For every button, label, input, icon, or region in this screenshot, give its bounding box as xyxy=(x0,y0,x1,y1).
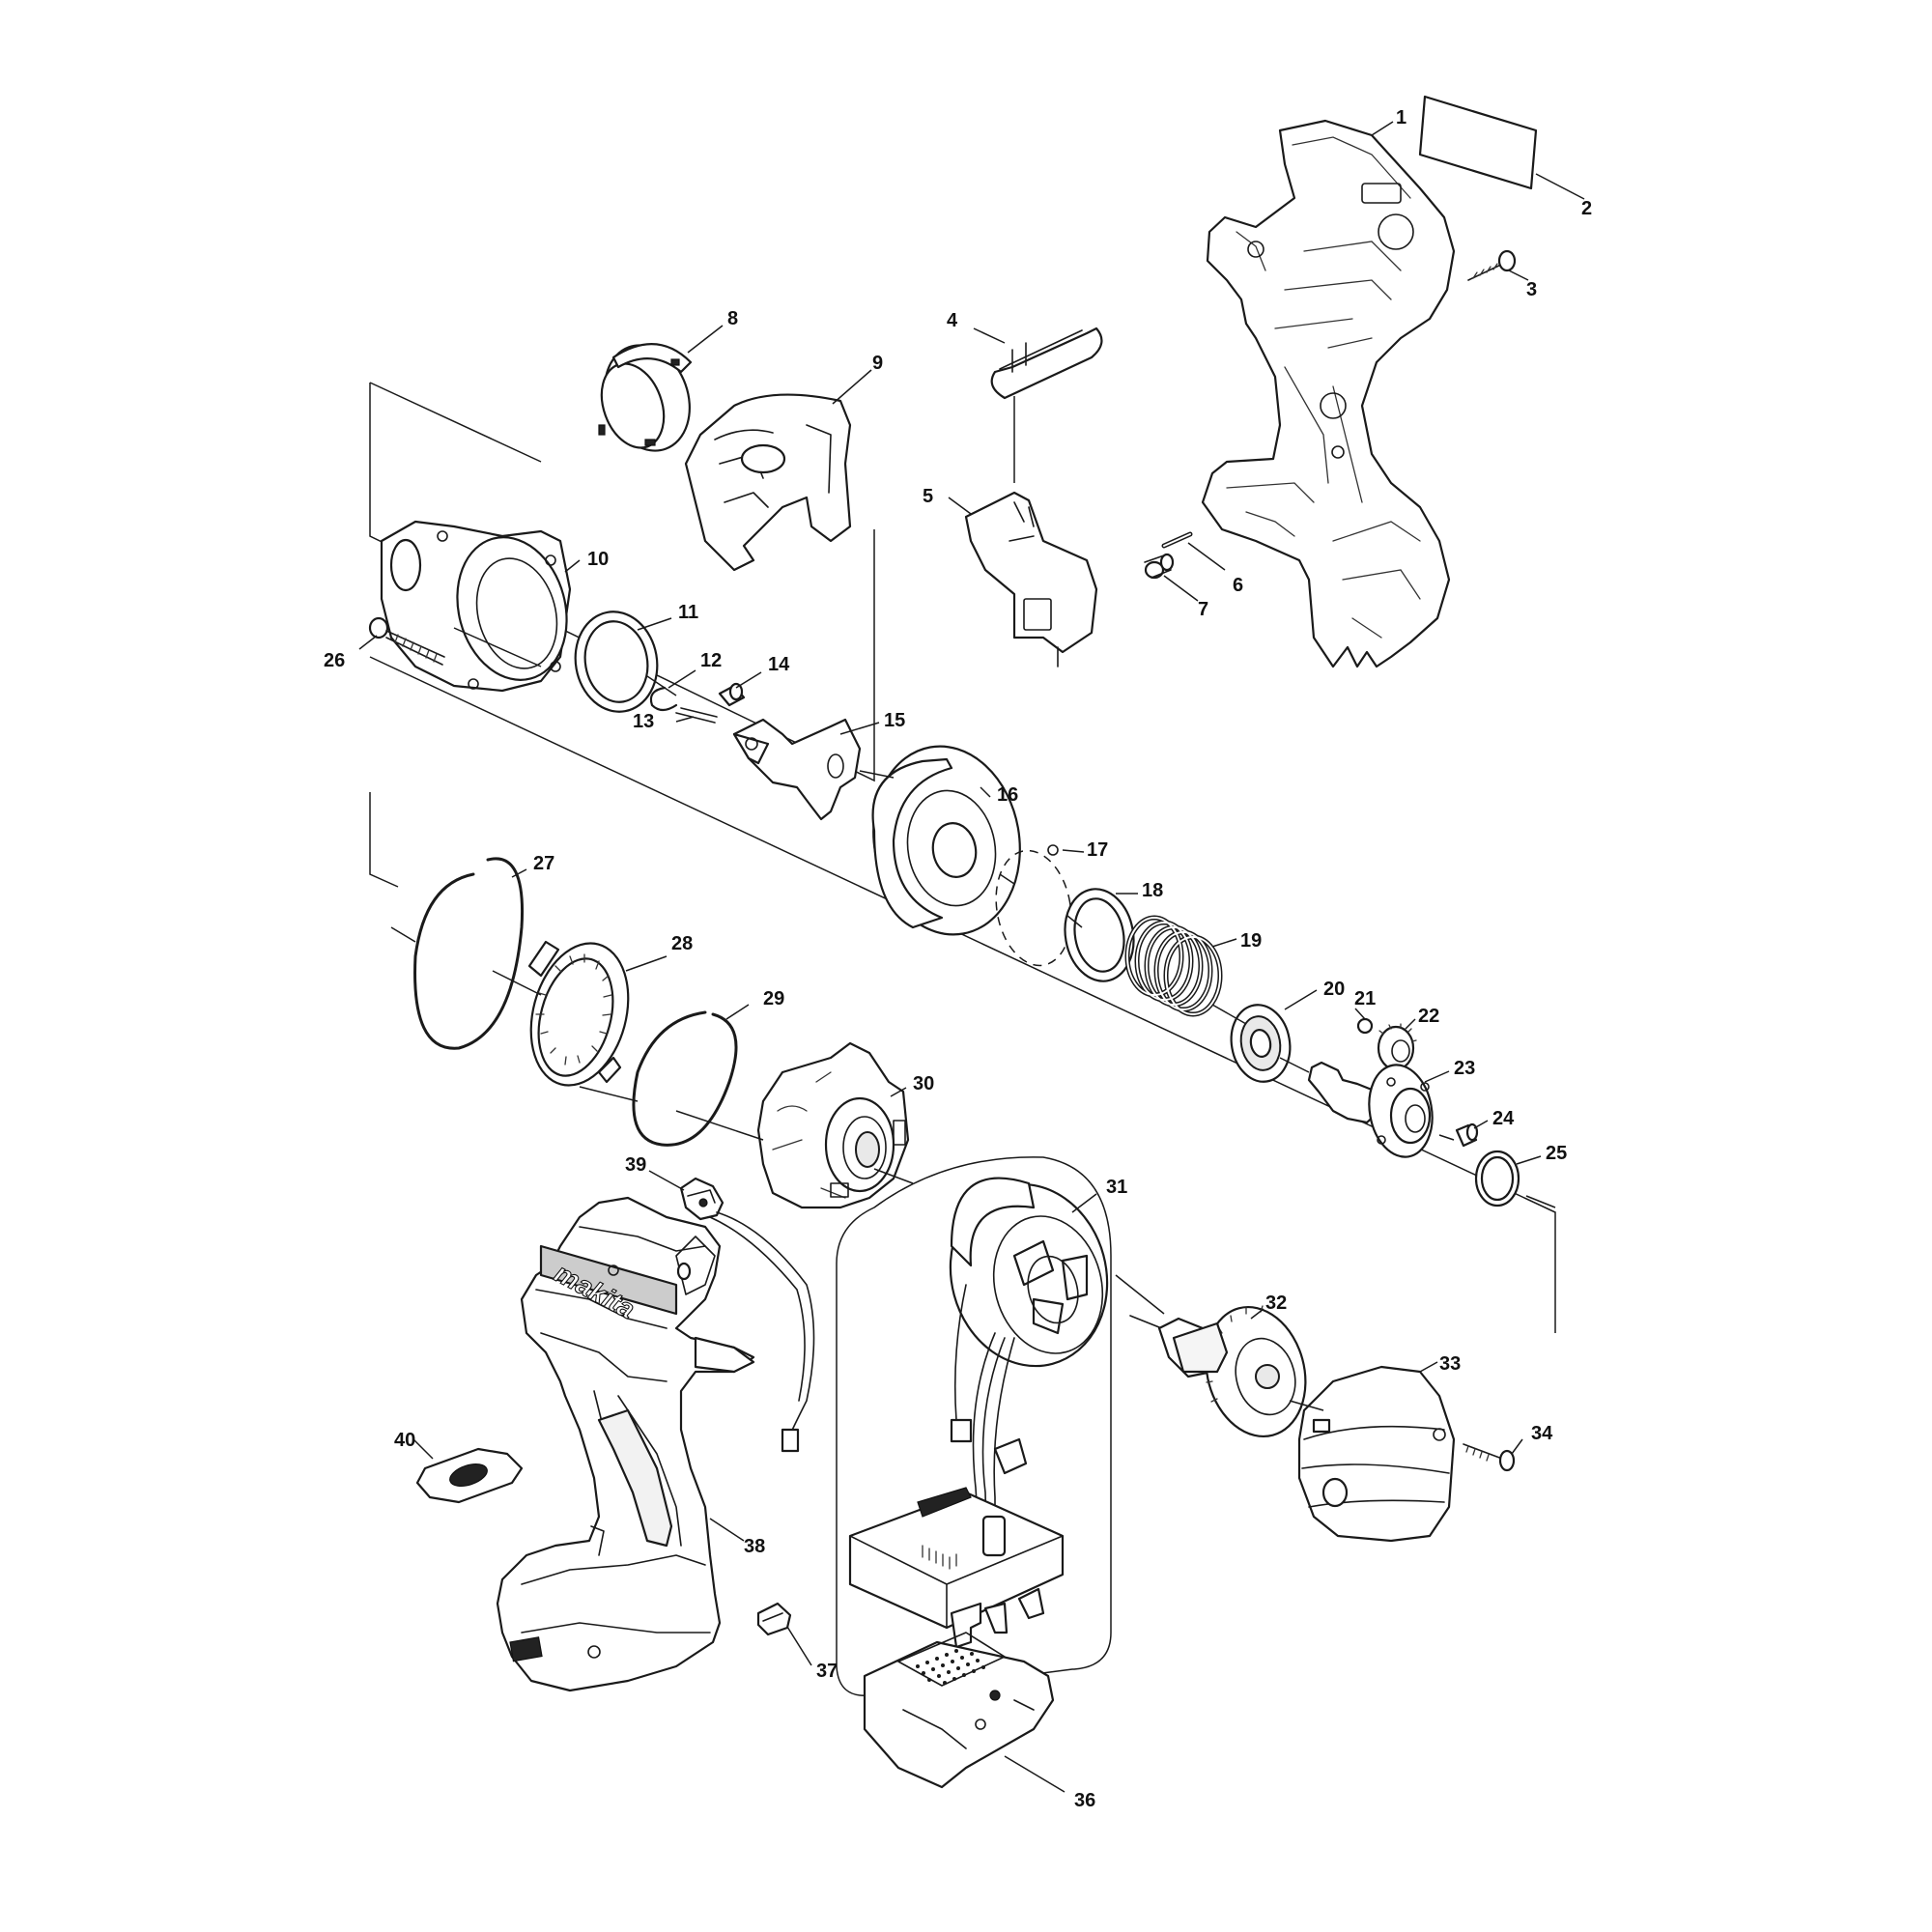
motor-assembly-frame xyxy=(836,1156,1112,1696)
part-37-clip xyxy=(756,1602,792,1636)
callout-10: 10 xyxy=(587,549,609,570)
callout-22: 22 xyxy=(1418,1006,1439,1027)
part-30-gear-housing xyxy=(756,1041,910,1209)
callout-27: 27 xyxy=(533,853,554,874)
callout-40: 40 xyxy=(394,1430,415,1451)
part-25-o-ring xyxy=(1474,1150,1520,1208)
part-21-steel-ball xyxy=(1356,1017,1374,1035)
callout-24: 24 xyxy=(1492,1108,1515,1129)
part-4-switch-lever xyxy=(990,327,1103,483)
part-16-hammer xyxy=(871,745,1021,936)
part-31-stator-controller xyxy=(848,1177,1109,1649)
callout-9: 9 xyxy=(872,353,883,374)
callout-38: 38 xyxy=(744,1536,765,1557)
callout-8: 8 xyxy=(727,308,738,329)
callout-17: 17 xyxy=(1087,839,1108,861)
callout-2: 2 xyxy=(1581,198,1592,219)
part-22-gear xyxy=(1377,1023,1417,1071)
part-2-label-plate xyxy=(1418,95,1538,190)
part-23-spindle xyxy=(1307,1061,1434,1158)
part-6-pin xyxy=(1161,531,1193,549)
callout-7: 7 xyxy=(1198,599,1208,620)
callout-3: 3 xyxy=(1526,279,1537,300)
part-34-screw xyxy=(1463,1443,1516,1472)
part-9-bumper-cover xyxy=(684,393,852,572)
callout-14: 14 xyxy=(768,654,790,675)
leader-lines xyxy=(358,121,1585,1793)
part-15-anvil xyxy=(732,718,862,821)
part-19-spring xyxy=(1124,915,1223,1017)
part-12-retaining-ring xyxy=(649,686,678,712)
part-29-retaining-ring xyxy=(632,1010,738,1147)
callout-36: 36 xyxy=(1074,1790,1095,1811)
part-18-flat-washer xyxy=(1064,888,1135,982)
part-7-spacer xyxy=(1144,553,1175,580)
callout-13: 13 xyxy=(633,711,654,732)
part-33-rear-cover xyxy=(1297,1365,1456,1543)
part-10-hammer-case xyxy=(380,520,572,693)
callout-31: 31 xyxy=(1106,1177,1127,1198)
callout-30: 30 xyxy=(913,1073,934,1094)
callout-39: 39 xyxy=(625,1154,646,1176)
callout-21: 21 xyxy=(1354,988,1376,1009)
callout-6: 6 xyxy=(1233,575,1243,596)
callout-26: 26 xyxy=(324,650,345,671)
part-40-cap xyxy=(415,1447,524,1504)
part-39-led-circuit xyxy=(679,1177,815,1453)
part-13-pin xyxy=(675,707,718,724)
callout-20: 20 xyxy=(1323,979,1345,1000)
part-38-housing-set: makita xyxy=(496,1196,755,1692)
callout-1: 1 xyxy=(1396,107,1406,128)
part-32-rotor xyxy=(1129,1305,1307,1438)
part-11-washer xyxy=(574,611,659,713)
callout-37: 37 xyxy=(816,1661,838,1682)
part-28-ring-gear xyxy=(527,940,630,1087)
part-36-terminal-block xyxy=(863,1632,1055,1789)
callout-25: 25 xyxy=(1546,1143,1567,1164)
callout-34: 34 xyxy=(1531,1423,1553,1444)
part-26-screw xyxy=(368,616,445,666)
callout-labels: 1 2 3 4 5 6 7 8 9 10 11 12 13 14 15 16 1… xyxy=(324,107,1592,1811)
callout-29: 29 xyxy=(763,988,784,1009)
callout-12: 12 xyxy=(700,650,722,671)
callout-16: 16 xyxy=(997,784,1018,806)
callout-5: 5 xyxy=(923,486,933,507)
part-8-ring-cap xyxy=(598,343,693,452)
callout-28: 28 xyxy=(671,933,693,954)
callout-33: 33 xyxy=(1439,1353,1461,1375)
part-27-retaining-ring xyxy=(413,857,525,1050)
callout-18: 18 xyxy=(1142,880,1163,901)
callout-23: 23 xyxy=(1454,1058,1475,1079)
part-3-screw xyxy=(1467,249,1517,281)
part-1-housing-half xyxy=(1201,119,1456,668)
callout-11: 11 xyxy=(678,602,698,623)
part-5-switch xyxy=(964,491,1098,668)
callout-4: 4 xyxy=(947,310,958,331)
callout-15: 15 xyxy=(884,710,905,731)
part-17-steel-balls xyxy=(995,844,1072,967)
part-20-washer xyxy=(1230,1004,1292,1083)
callout-32: 32 xyxy=(1265,1293,1287,1314)
part-14-steel-ball xyxy=(718,682,746,707)
callout-19: 19 xyxy=(1240,930,1262,952)
